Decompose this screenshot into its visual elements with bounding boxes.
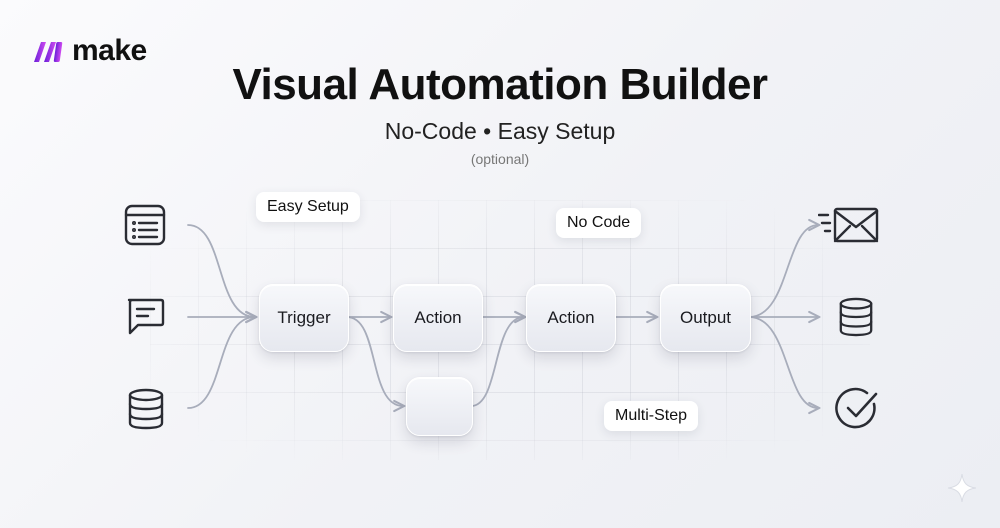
input-connector-top — [187, 224, 255, 317]
tag-easy-setup: Easy Setup — [256, 192, 360, 222]
email-send-icon — [818, 207, 879, 243]
sparkle-icon — [947, 473, 977, 503]
database-icon-output — [839, 297, 873, 337]
connector-branch-action — [470, 317, 524, 407]
output-connector-bottom — [748, 316, 818, 408]
optional-note: (optional) — [470, 151, 530, 167]
chat-bubble-icon — [127, 298, 165, 335]
branch-node[interactable] — [406, 377, 473, 436]
input-connector-bottom — [187, 317, 255, 409]
form-list-icon — [124, 204, 166, 246]
output-node[interactable]: Output — [660, 284, 751, 352]
page-subtitle: No-Code • Easy Setup — [384, 118, 616, 144]
brand-name: make — [72, 34, 147, 67]
tag-no-code: No Code — [556, 208, 642, 238]
output-connector-top — [748, 225, 818, 318]
trigger-node[interactable]: Trigger — [259, 284, 349, 352]
brand-logo: make — [32, 34, 147, 68]
action-node-2[interactable]: Action — [526, 284, 616, 352]
check-circle-icon — [835, 387, 878, 429]
tag-multi-step: Multi-Step — [604, 401, 699, 431]
action-node-1[interactable]: Action — [393, 284, 483, 352]
connector-trigger-branch — [346, 316, 403, 406]
page-title: Visual Automation Builder — [232, 60, 768, 109]
database-icon-input — [128, 388, 164, 430]
make-logo-icon — [34, 42, 63, 62]
